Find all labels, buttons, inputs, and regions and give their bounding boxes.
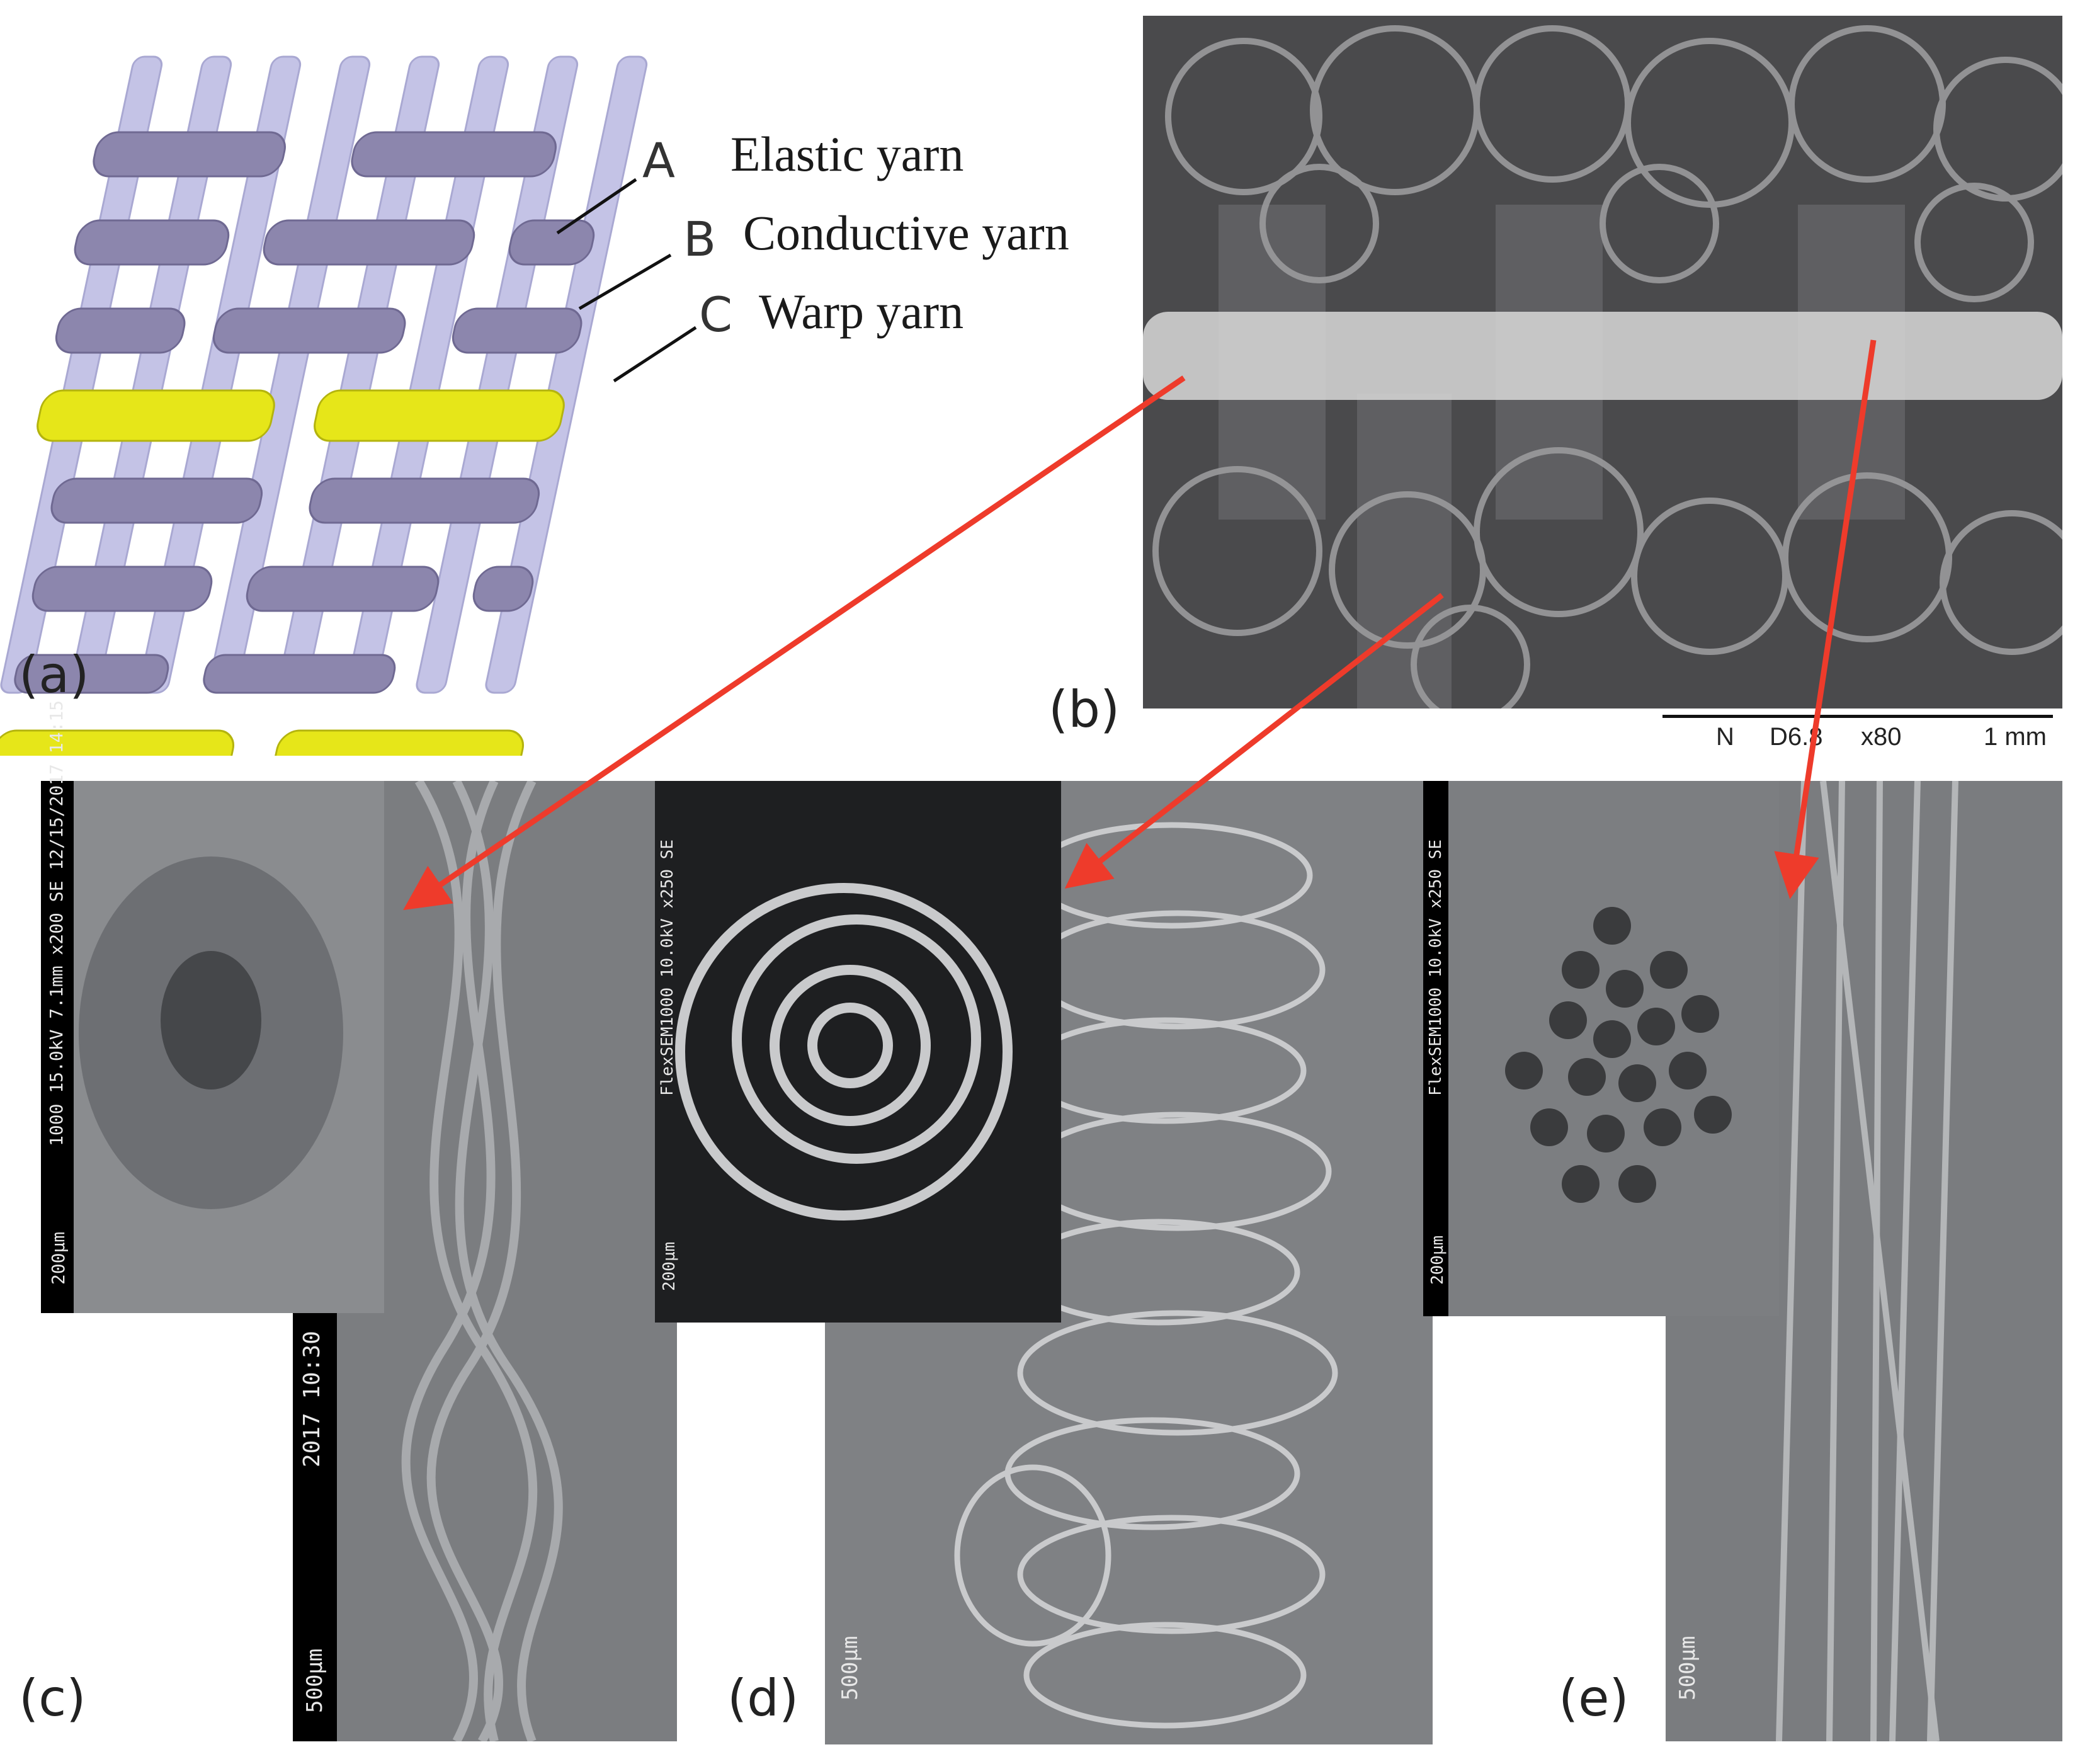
leader-lines	[556, 178, 697, 383]
weave-group	[0, 55, 648, 756]
e-cross-info: FlexSEM1000 10.0kV x250 SE	[1426, 839, 1445, 1096]
parallel-filaments	[1776, 781, 1958, 1741]
warp-crosssection-sem	[1423, 781, 1779, 1316]
d-long-scale: 500µm	[838, 1636, 863, 1700]
weave-schematic	[0, 55, 697, 756]
conductive-crosssection-sem	[655, 781, 1061, 1323]
e-cross-scale: 200µm	[1428, 1235, 1447, 1285]
filament-cross-sections	[1505, 907, 1732, 1203]
legend-letter-b: B	[683, 211, 717, 267]
panel-label-c: (c)	[19, 1669, 86, 1727]
panel-label-d: (d)	[727, 1669, 799, 1727]
scalebar-n: N	[1716, 723, 1734, 751]
d-cross-info: FlexSEM1000 10.0kV x250 SE	[658, 839, 677, 1096]
legend-text-warp: Warp yarn	[759, 284, 964, 339]
scalebar-mag: x80	[1861, 723, 1902, 751]
c-long-info-strip	[293, 1310, 337, 1741]
c-cross-info: 1000 15.0kV 7.1mm x200 SE 12/15/2017 14:…	[46, 700, 67, 1146]
d-cross-scale: 200µm	[660, 1241, 679, 1291]
legend-letter-a: A	[642, 132, 675, 188]
scalebar-d: D6.8	[1770, 723, 1823, 751]
legend-text-elastic: Elastic yarn	[730, 127, 964, 181]
e-long-scale: 500µm	[1675, 1636, 1700, 1700]
scalebar-length: 1 mm	[1984, 723, 2047, 751]
elastic-crosssection-sem	[41, 781, 384, 1313]
twisted-filaments	[401, 781, 563, 1741]
c-cross-info-strip	[41, 781, 74, 1313]
conductive-band	[1143, 312, 2062, 400]
coiled-filaments	[675, 883, 1013, 1221]
legend-letter-c: C	[699, 287, 733, 343]
scalebar-line	[1662, 715, 2053, 718]
looped-filaments	[954, 822, 1338, 1729]
fabric-sem-image	[1143, 16, 2062, 708]
panel-label-a: (a)	[19, 646, 89, 704]
panel-label-b: (b)	[1049, 680, 1120, 739]
c-long-scale: 500µm	[302, 1648, 327, 1713]
c-long-time: 2017 10:30	[299, 1331, 325, 1467]
c-cross-scale: 200µm	[48, 1231, 69, 1285]
panel-label-e: (e)	[1559, 1669, 1629, 1727]
legend-text-conductive: Conductive yarn	[743, 205, 1069, 260]
